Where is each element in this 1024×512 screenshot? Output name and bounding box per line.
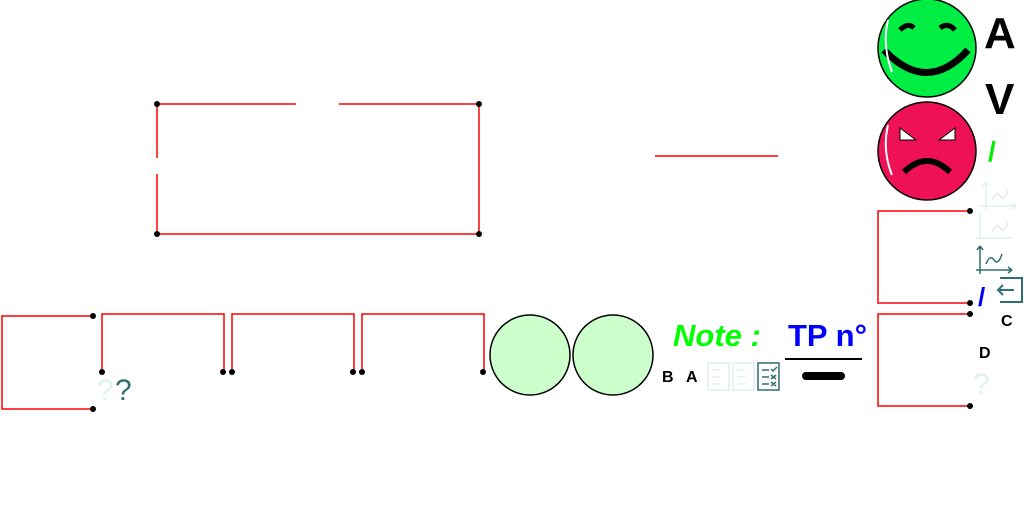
switch-green-label[interactable]: / <box>988 136 996 167</box>
happy-face-icon[interactable] <box>877 0 977 98</box>
checklist-icon[interactable] <box>757 362 780 391</box>
terminal[interactable] <box>90 406 96 412</box>
wires <box>1 103 970 410</box>
tp-number-label: TP n° <box>788 318 867 353</box>
terminal[interactable] <box>476 101 482 107</box>
wire-top-right[interactable] <box>156 103 480 235</box>
note-label: Note : <box>673 318 761 353</box>
terminal[interactable] <box>154 231 160 237</box>
terminal[interactable] <box>476 231 482 237</box>
wire-top-left[interactable] <box>156 103 296 158</box>
label-b: B <box>662 369 674 386</box>
wire-bracket-2[interactable] <box>231 313 355 372</box>
terminal[interactable] <box>359 369 365 375</box>
wire-right-bracket-1[interactable] <box>877 210 970 304</box>
exit-icon[interactable] <box>996 277 1023 303</box>
graph-icon[interactable] <box>976 245 1013 274</box>
terminal[interactable] <box>90 313 96 319</box>
checklist-icon-faded-1[interactable] <box>707 362 730 391</box>
switch-blue-label[interactable]: / <box>978 282 986 312</box>
checklist-icon-faded-2[interactable] <box>732 362 755 391</box>
wire-bracket-3[interactable] <box>361 313 485 372</box>
terminal[interactable] <box>967 311 973 317</box>
terminal[interactable] <box>967 300 973 306</box>
terminal[interactable] <box>967 403 973 409</box>
angry-face-icon[interactable] <box>877 101 977 201</box>
label-d: D <box>979 345 991 362</box>
graph-icon-faded-2[interactable] <box>976 214 1012 240</box>
grade-value-bar <box>802 372 845 380</box>
terminal[interactable] <box>350 369 356 375</box>
help-icon-faded-right[interactable]: ? <box>973 368 990 401</box>
voltmeter-label[interactable]: V <box>985 75 1015 124</box>
help-icon[interactable]: ? <box>115 374 132 407</box>
help-icon-faded[interactable]: ? <box>97 374 114 407</box>
wire-right-bracket-2[interactable] <box>877 313 970 407</box>
wire-bracket-1[interactable] <box>101 313 225 372</box>
terminal[interactable] <box>154 101 160 107</box>
bulb-2[interactable] <box>572 314 654 396</box>
label-c: C <box>1001 313 1013 330</box>
terminal[interactable] <box>967 208 973 214</box>
terminals <box>90 101 973 412</box>
terminal[interactable] <box>480 369 486 375</box>
label-a: A <box>686 369 698 386</box>
terminal[interactable] <box>220 369 226 375</box>
graph-icon-faded-1[interactable] <box>980 181 1017 210</box>
ammeter-label[interactable]: A <box>984 9 1016 58</box>
terminal[interactable] <box>99 369 105 375</box>
terminal[interactable] <box>229 369 235 375</box>
bulb-1[interactable] <box>489 314 571 396</box>
wire-left-bracket[interactable] <box>1 315 93 410</box>
